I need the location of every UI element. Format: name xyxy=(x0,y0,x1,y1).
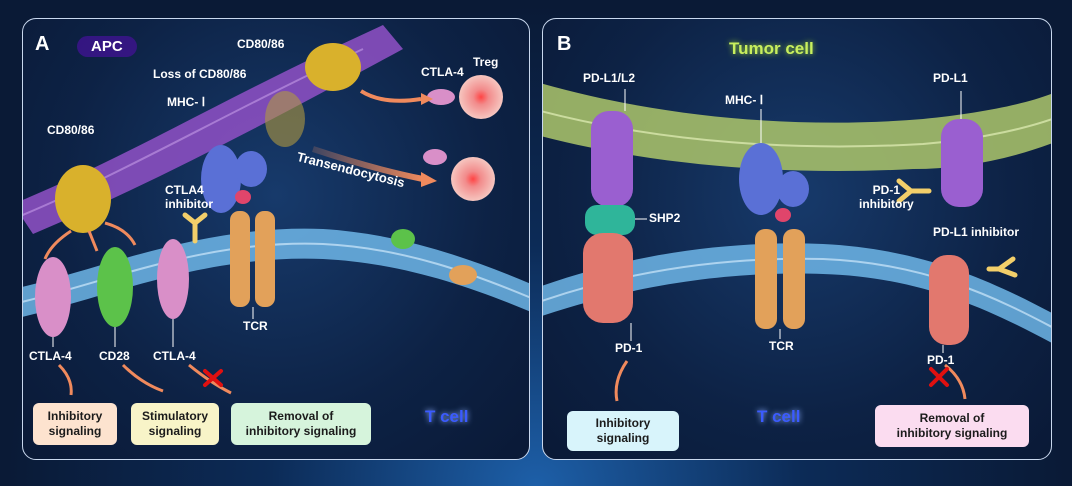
block-x-mark-b xyxy=(929,367,949,387)
label-pdl1-right: PD-L1 xyxy=(933,71,968,85)
pdl1-protein-right xyxy=(941,119,983,207)
arrow-to-treg xyxy=(359,89,422,103)
box-inhibitory-signaling-a: Inhibitory signaling xyxy=(33,403,117,445)
ctla4-protein-mid xyxy=(157,239,189,319)
tcr-protein-2 xyxy=(255,211,275,307)
panel-a-illustration xyxy=(23,25,529,396)
ctla4-protein-top xyxy=(427,89,455,105)
arrow-transendocytosis xyxy=(312,146,424,182)
arrow-inhibitory-b xyxy=(614,360,629,402)
internalized-ctla4 xyxy=(423,149,447,165)
pd1-protein-right xyxy=(929,255,969,345)
tcr-small xyxy=(449,265,477,285)
label-tcr-b: TCR xyxy=(769,339,794,353)
loss-cd80-86-ghost xyxy=(265,91,305,147)
arrow-to-cd28 xyxy=(87,230,99,252)
cd28-protein xyxy=(97,247,133,327)
pd1-protein-left xyxy=(583,233,633,323)
arrow-inhibitory xyxy=(57,363,73,396)
treg-cell-2 xyxy=(451,157,495,201)
label-ctla4-top: CTLA-4 xyxy=(421,65,464,79)
label-pdl1-inhibitor: PD-L1 inhibitor xyxy=(933,225,1019,239)
label-cd80-86-top: CD80/86 xyxy=(237,37,285,51)
label-mhc-b: MHC- Ⅰ xyxy=(725,93,764,107)
box-inhibitory-signaling-b: Inhibitory signaling xyxy=(567,411,679,451)
box-stimulatory-signaling: Stimulatory signaling xyxy=(131,403,219,445)
label-loss-cd80-86: Loss of CD80/86 xyxy=(153,67,247,81)
peptide xyxy=(235,190,251,204)
t-cell-label-a: T cell xyxy=(425,407,469,426)
panel-b-illustration xyxy=(543,83,1051,402)
tumor-membrane xyxy=(543,83,1051,172)
ctla4-protein-left xyxy=(35,257,71,337)
t-cell-label-b: T cell xyxy=(757,407,801,426)
mhc-protein xyxy=(201,145,241,213)
tumor-cell-label: Tumor cell xyxy=(729,39,814,58)
cd80-86-left xyxy=(55,165,111,233)
cd28-small xyxy=(391,229,415,249)
pdl1-inhibitor-antibody xyxy=(986,256,1018,278)
arrow-stimulatory xyxy=(121,363,164,393)
peptide-b xyxy=(775,208,791,222)
pd1-inhibitory-antibody xyxy=(896,178,932,204)
arrow-to-ctla4-mid xyxy=(104,221,137,246)
cd80-86-top xyxy=(305,43,361,91)
label-cd80-86-left: CD80/86 xyxy=(47,123,95,137)
panel-a-letter: A xyxy=(35,33,50,55)
arrow-to-ctla4-left xyxy=(43,229,72,260)
apc-label: APC xyxy=(77,36,137,57)
mhc-protein-2 xyxy=(235,151,267,187)
label-ctla4-mid: CTLA-4 xyxy=(153,349,196,363)
label-treg: Treg xyxy=(473,55,499,69)
panel-b: B Tumor cell PD-L1/L2 MHC- Ⅰ PD-L1 SHP2 … xyxy=(542,18,1052,460)
label-pd1-left: PD-1 xyxy=(615,341,643,355)
panel-a: A APC CD80/86 Loss of CD80/86 CTLA-4 Tre… xyxy=(22,18,530,460)
label-pd1-right: PD-1 xyxy=(927,353,955,367)
box-removal-inhibitory-a: Removal of inhibitory signaling xyxy=(231,403,371,445)
label-mhc: MHC- Ⅰ xyxy=(167,95,206,109)
panel-b-letter: B xyxy=(557,33,572,55)
arrow-head-treg xyxy=(421,93,433,105)
label-pdl1-l2: PD-L1/L2 xyxy=(583,71,636,85)
pdl1-l2-protein xyxy=(591,111,633,207)
shp2-protein xyxy=(585,205,635,235)
tcr-protein-b-2 xyxy=(783,229,805,329)
label-shp2: SHP2 xyxy=(649,211,681,225)
box-removal-inhibitory-b: Removal of inhibitory signaling xyxy=(875,405,1029,447)
label-ctla4-inhibitor: CTLA4 inhibitor xyxy=(165,183,213,211)
label-cd28: CD28 xyxy=(99,349,130,363)
label-ctla4-left: CTLA-4 xyxy=(29,349,72,363)
tcr-protein-1 xyxy=(230,211,250,307)
treg-cell-1 xyxy=(459,75,503,119)
mhc-protein-b xyxy=(739,143,783,215)
label-pd1-inhibitory: PD-1 inhibitory xyxy=(859,183,914,211)
tcr-protein-b-1 xyxy=(755,229,777,329)
mhc-protein-b-2 xyxy=(777,171,809,207)
arrow-head-trans xyxy=(421,172,437,187)
t-cell-membrane xyxy=(23,228,529,317)
label-tcr: TCR xyxy=(243,319,268,333)
ctla4-inhibitor-antibody xyxy=(182,212,208,244)
block-x-mark xyxy=(203,369,223,387)
